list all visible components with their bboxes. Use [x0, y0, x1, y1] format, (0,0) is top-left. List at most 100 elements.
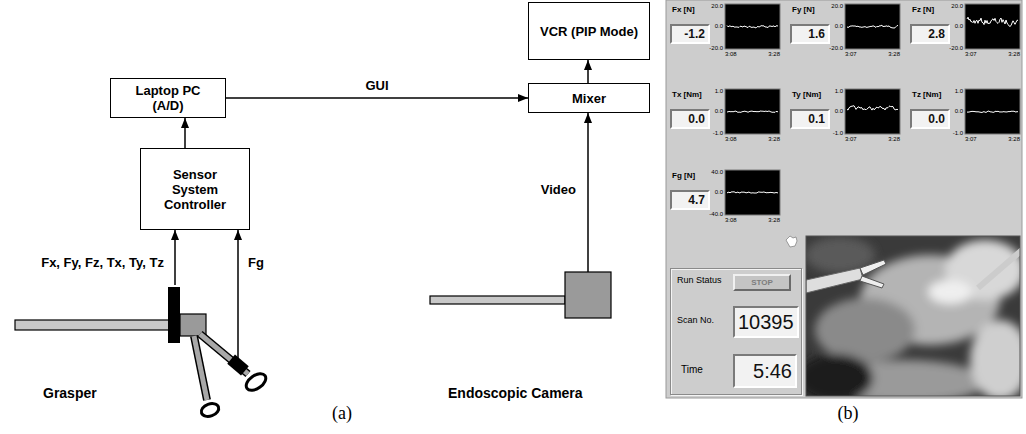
- force-sensor: [168, 287, 180, 343]
- signal-arrow: [587, 60, 589, 83]
- camera-head: [565, 272, 611, 318]
- plot-area: [965, 89, 1020, 134]
- time-tick: 3:28: [888, 51, 900, 58]
- readout-field: 0.0: [670, 109, 710, 129]
- grasper-drawing: [15, 285, 269, 419]
- plot-area: [845, 4, 900, 49]
- instrument-jaw: [860, 276, 884, 288]
- instrument: [806, 268, 863, 293]
- grasper-arm: [194, 336, 207, 400]
- axis-tick: 20.0: [711, 3, 723, 10]
- channel-title: Ty [Nm]: [792, 90, 821, 99]
- readout-field: 0.1: [790, 109, 830, 129]
- endoscopic-camera: Endoscopic Camera: [430, 272, 630, 404]
- axis-tick: -1.0: [713, 130, 723, 137]
- run-status-group-text: Run Status: [677, 275, 722, 286]
- readout-field-text: 4.7: [688, 193, 705, 207]
- channel-title: Fz [N]: [912, 5, 934, 14]
- plot-area: [725, 89, 780, 134]
- axis-tick: -20.0: [709, 45, 723, 52]
- plot-group: [725, 4, 1020, 215]
- readout-field-text: 0.1: [808, 112, 825, 126]
- signal-trace: [727, 111, 778, 113]
- axis-tick: 0.0: [835, 108, 843, 115]
- time-tick: 3:28: [888, 136, 900, 143]
- axis-tick: 20.0: [831, 3, 843, 10]
- scan-number-field-text: 10395: [738, 311, 794, 334]
- time-tick: 3:07: [965, 136, 977, 143]
- readout-field: 1.6: [790, 24, 830, 44]
- run-status-group-text: Scan No.: [677, 315, 714, 326]
- grasper-tool-text: Grasper: [43, 385, 97, 401]
- plot-area: [725, 170, 780, 215]
- plot-area: [965, 4, 1020, 49]
- signal-trace: [727, 26, 778, 28]
- tissue: [806, 237, 1020, 396]
- controller-box: Sensor System Controller: [140, 148, 250, 230]
- signal-trace: [847, 25, 898, 28]
- channel-title: Tx [Nm]: [672, 90, 702, 99]
- image-frame: [806, 236, 1020, 396]
- mixer-box-text: Mixer: [572, 91, 606, 106]
- signal-arrow: [237, 230, 239, 285]
- axis-tick: 0.0: [715, 189, 723, 196]
- camera-shaft: [430, 296, 565, 304]
- figure-label: (a): [332, 403, 352, 424]
- readout-field-text: 0.0: [928, 112, 945, 126]
- cursor-icon: [786, 236, 797, 247]
- grasper-tool: Grasper: [15, 285, 255, 413]
- axis-tick: -40.0: [709, 211, 723, 218]
- plot-area: [845, 89, 900, 134]
- time-field-text: 5:46: [753, 360, 792, 383]
- signal-arrow: [587, 113, 589, 272]
- controller-box-text: Sensor System Controller: [157, 167, 233, 212]
- figure-label: (b): [838, 403, 859, 424]
- time-tick: 3:07: [845, 136, 857, 143]
- axis-tick: 0.0: [955, 23, 963, 30]
- axis-tick: 0.0: [715, 23, 723, 30]
- sensor-wire: [237, 285, 239, 358]
- readout-field: -1.2: [670, 24, 710, 44]
- readout-field-text: 0.0: [688, 112, 705, 126]
- readout-field: 0.0: [910, 109, 950, 129]
- endoscope-image: [806, 236, 1020, 396]
- time-tick: 3:08: [725, 136, 737, 143]
- axis-tick: 0.0: [955, 108, 963, 115]
- vcr-box-text: VCR (PIP Mode): [540, 24, 638, 39]
- signal-trace: [727, 192, 778, 193]
- gui-panel: [666, 0, 1022, 398]
- signal-label: Fx, Fy, Fz, Tx, Ty, Tz: [39, 256, 166, 271]
- instrument: [978, 250, 1020, 288]
- instrument-jaw: [860, 260, 886, 275]
- grasper-arm: [194, 336, 207, 400]
- axis-tick: -20.0: [949, 45, 963, 52]
- time-tick: 3:28: [768, 136, 780, 143]
- stop-button-text: STOP: [751, 278, 773, 287]
- axis-tick: 1.0: [835, 88, 843, 95]
- time-tick: 3:28: [768, 217, 780, 224]
- signal-arrow: [226, 97, 528, 99]
- signal-label: Video: [539, 183, 578, 198]
- axis-tick: 1.0: [955, 88, 963, 95]
- readout-field-text: 2.8: [928, 27, 945, 41]
- signal-trace: [967, 111, 1018, 112]
- readout-field-text: 1.6: [808, 27, 825, 41]
- camera-drawing: [430, 272, 611, 318]
- axis-tick: 0.0: [835, 23, 843, 30]
- time-tick: 3:07: [965, 51, 977, 58]
- channel-title: Fy [N]: [792, 5, 815, 14]
- readout-field: 4.7: [670, 190, 710, 210]
- readout-field: 2.8: [910, 24, 950, 44]
- laptop-box: Laptop PC (A/D): [110, 78, 226, 118]
- time-tick: 3:07: [845, 51, 857, 58]
- signal-label: Fg: [246, 256, 266, 271]
- grip-sensor: [227, 355, 249, 376]
- channel-title: Fg [N]: [672, 171, 695, 180]
- scan-number-field: 10395: [733, 306, 799, 338]
- signal-trace: [967, 17, 1018, 26]
- axis-tick: 40.0: [711, 169, 723, 176]
- plot-area: [725, 4, 780, 49]
- axis-tick: -1.0: [953, 130, 963, 137]
- grasper-shaft: [15, 320, 170, 330]
